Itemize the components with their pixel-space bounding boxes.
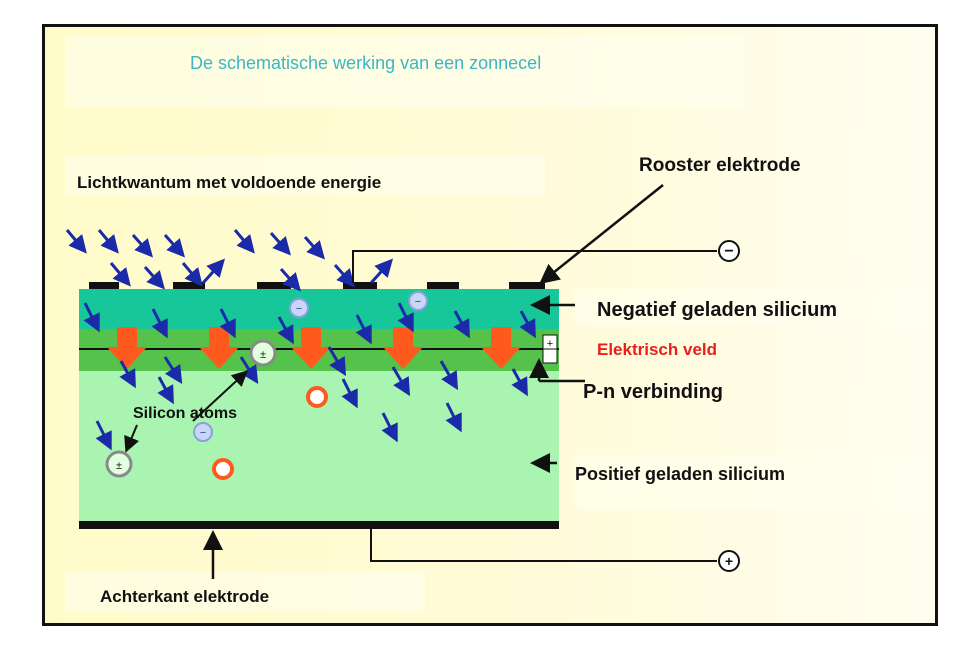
field-box-top-sign: + <box>547 338 553 350</box>
negative-wire <box>352 250 717 283</box>
positive-wire <box>370 529 717 562</box>
positive-terminal <box>718 550 740 572</box>
holes <box>212 386 328 480</box>
svg-text:−: − <box>296 303 302 315</box>
grid-electrode-1 <box>89 282 119 289</box>
field-arrow-4 <box>383 327 423 369</box>
svg-text:±: ± <box>116 460 122 472</box>
diagram-frame: − − − ± ± + − + <box>42 24 938 626</box>
n-type-layer <box>79 289 559 329</box>
back-electrode-label: Achterkant elektrode <box>100 587 270 606</box>
neg-label-band <box>575 289 925 325</box>
positive-terminal-sign: + <box>725 553 733 569</box>
silicon-atoms: ± ± <box>105 339 277 478</box>
electric-field-label: Elektrisch veld <box>597 340 718 359</box>
field-arrow-3 <box>291 327 331 369</box>
diagram-title: De schematische werking van een zonnecel <box>190 53 542 73</box>
pos-label-band <box>575 455 925 509</box>
svg-text:−: − <box>200 427 206 439</box>
silicon-pointer-arrows <box>124 370 248 453</box>
svg-text:−: − <box>415 296 421 308</box>
back-electrode-bar <box>79 521 559 529</box>
positive-silicon-label: Positief geladen silicium <box>575 464 786 484</box>
grid-electrode-2 <box>173 282 205 289</box>
grid-electrode-5 <box>427 282 459 289</box>
solar-cell-diagram: − − − ± ± + − + <box>65 184 740 579</box>
silicon-atoms-label: Silicon atoms <box>133 405 238 422</box>
negative-terminal-sign: − <box>724 243 733 260</box>
title-band <box>65 35 745 107</box>
back-label-band <box>65 572 425 612</box>
photon-arrows <box>65 229 536 451</box>
pn-junction-label: P-n verbinding <box>583 381 723 403</box>
svg-text:±: ± <box>260 349 266 361</box>
grid-electrode-label: Rooster elektrode <box>639 155 801 176</box>
label-pointer-arrows <box>203 184 664 579</box>
light-quantum-label: Lichtkwantum met voldoende energie <box>77 173 382 192</box>
field-arrow-5 <box>481 327 521 369</box>
grid-electrode-4 <box>343 282 377 289</box>
grid-electrode-6 <box>509 282 545 289</box>
negative-terminal <box>718 240 740 262</box>
negative-silicon-label: Negatief geladen silicium <box>597 299 838 321</box>
light-label-band <box>65 155 545 195</box>
field-arrows <box>107 327 521 369</box>
reflected-photons <box>201 258 394 285</box>
field-box-bottom <box>542 348 558 364</box>
electrons: − − − <box>193 291 428 442</box>
grid-electrode-3 <box>257 282 291 289</box>
field-arrow-1 <box>107 327 147 369</box>
